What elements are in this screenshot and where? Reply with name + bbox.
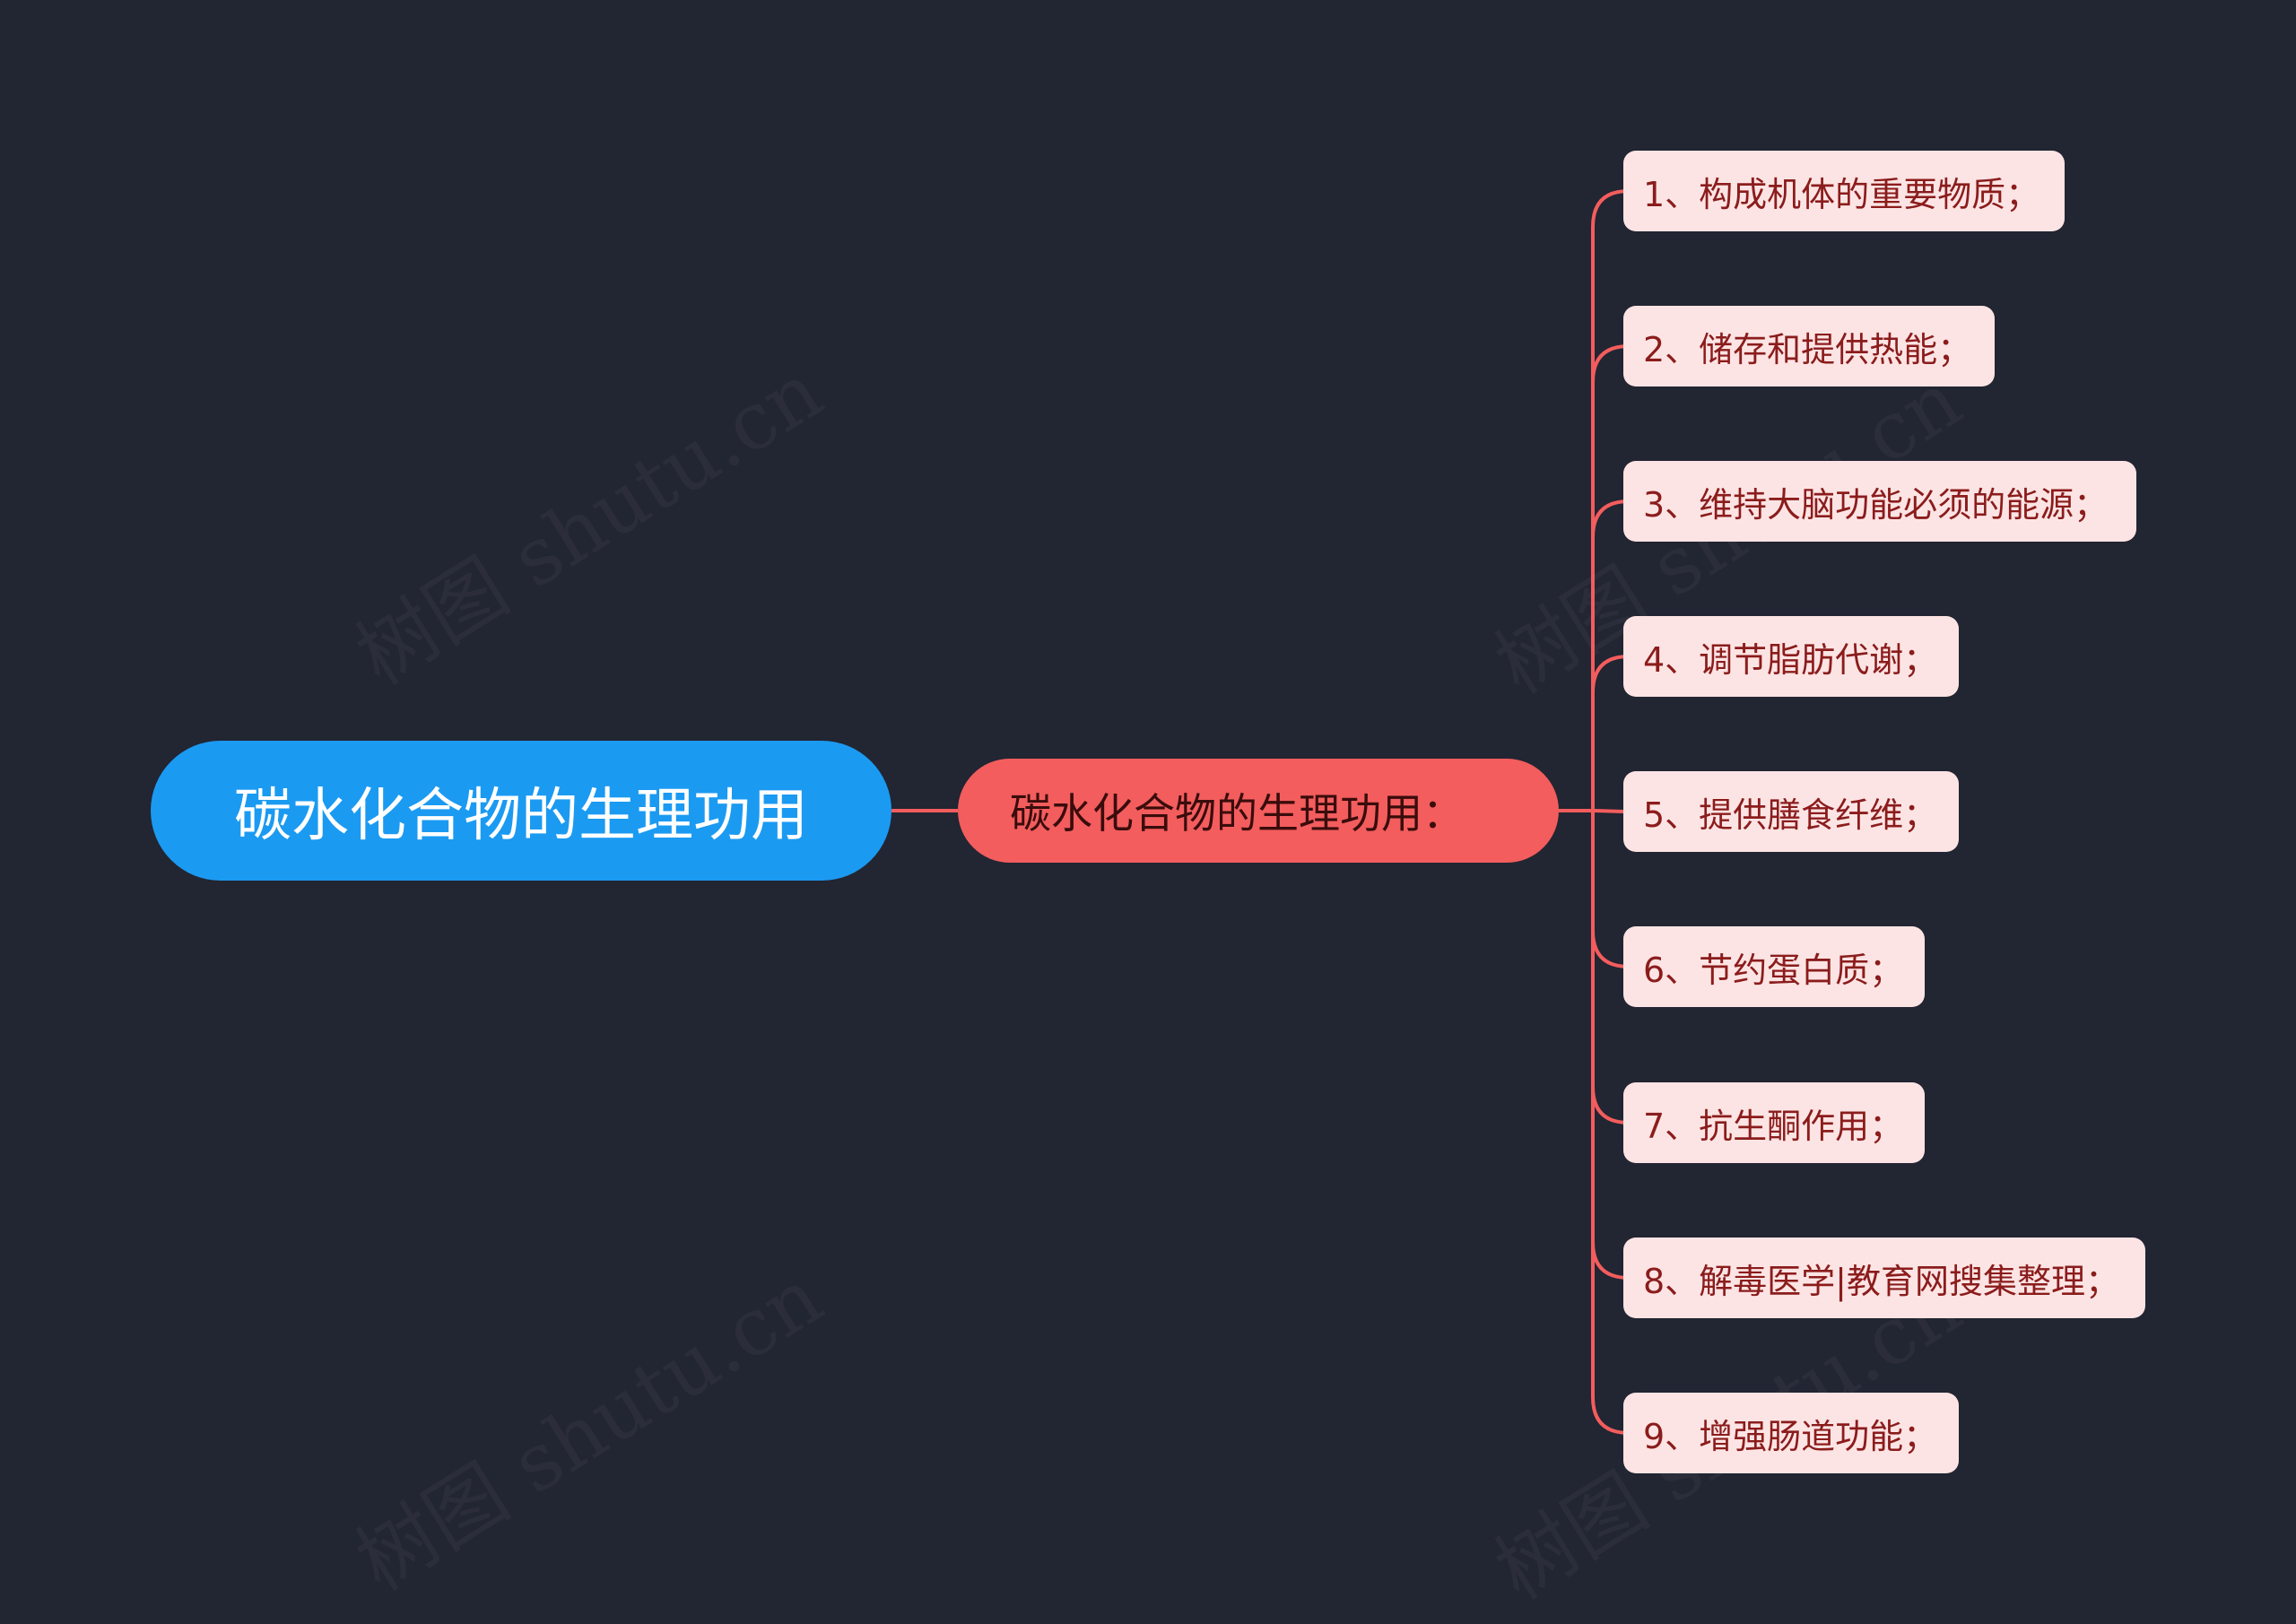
leaf-node-label: 1、构成机体的重要物质； xyxy=(1643,174,2040,214)
root-node-label: 碳水化合物的生理功用 xyxy=(234,783,808,849)
root-node[interactable]: 碳水化合物的生理功用 xyxy=(151,741,891,881)
leaf-connector-8 xyxy=(1591,811,1630,1280)
leaf-node-1[interactable]: 1、构成机体的重要物质； xyxy=(1623,151,2065,231)
branch-node-label: 碳水化合物的生理功用： xyxy=(1010,789,1464,838)
leaf-node-9[interactable]: 9、增强肠道功能； xyxy=(1623,1393,1959,1473)
leaf-node-label: 3、维持大脑功能必须的能源； xyxy=(1643,484,2109,525)
branch-to-leaf-connectors xyxy=(1559,189,1630,1435)
leaf-node-label: 9、增强肠道功能； xyxy=(1643,1416,1938,1456)
leaf-node-label: 7、抗生酮作用； xyxy=(1643,1106,1904,1146)
leaf-node-7[interactable]: 7、抗生酮作用； xyxy=(1623,1082,1925,1163)
leaf-node-label: 6、节约蛋白质； xyxy=(1643,950,1904,990)
leaf-node-8[interactable]: 8、解毒医学|教育网搜集整理； xyxy=(1623,1238,2145,1318)
leaf-node-2[interactable]: 2、储存和提供热能； xyxy=(1623,306,1995,386)
leaf-node-6[interactable]: 6、节约蛋白质； xyxy=(1623,926,1925,1007)
leaf-node-4[interactable]: 4、调节脂肪代谢； xyxy=(1623,616,1959,697)
leaf-node-label: 5、提供膳食纤维； xyxy=(1643,795,1938,835)
leaf-node-label: 2、储存和提供热能； xyxy=(1643,329,1972,369)
leaf-node-label: 8、解毒医学|教育网搜集整理； xyxy=(1643,1261,2119,1301)
leaf-node-3[interactable]: 3、维持大脑功能必须的能源； xyxy=(1623,461,2136,542)
branch-node[interactable]: 碳水化合物的生理功用： xyxy=(958,759,1559,863)
leaf-connector-5 xyxy=(1592,809,1624,813)
leaf-node-label: 4、调节脂肪代谢； xyxy=(1643,639,1938,680)
leaf-node-5[interactable]: 5、提供膳食纤维； xyxy=(1623,771,1959,852)
leaf-connector-2 xyxy=(1591,344,1630,811)
